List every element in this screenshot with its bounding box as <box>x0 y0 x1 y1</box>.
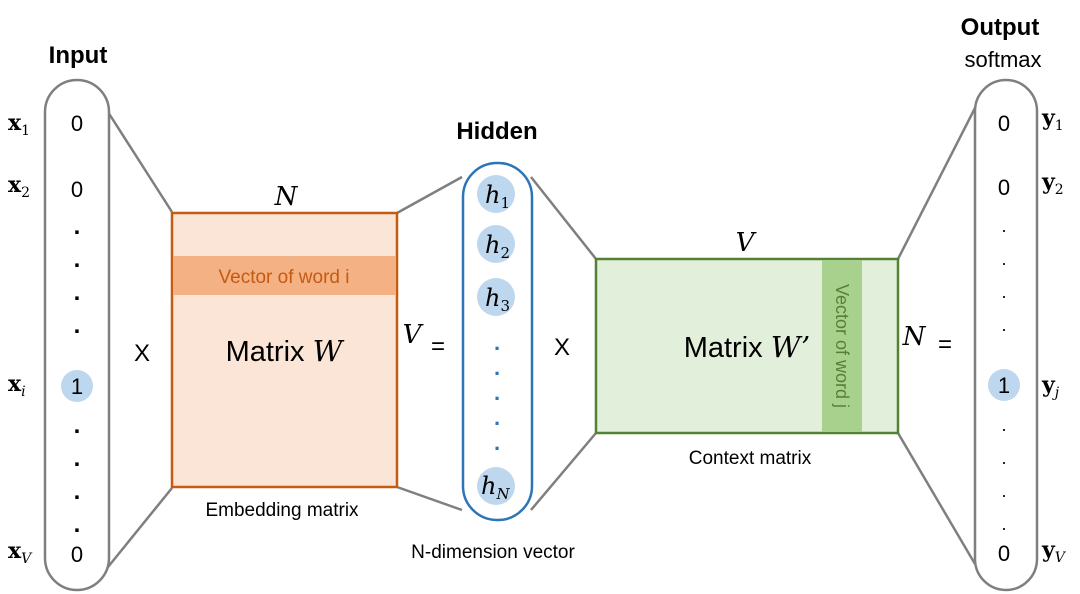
input-dot: . <box>74 511 81 538</box>
output-label-yj: yj <box>1041 372 1060 401</box>
input-value-2: 0 <box>71 177 83 202</box>
output-value-V: 0 <box>998 541 1010 566</box>
output-value-1: 0 <box>998 111 1010 136</box>
equals-operator-1: = <box>431 333 445 360</box>
context-word-column-label: Vector of word j <box>832 284 852 408</box>
hidden-title: Hidden <box>456 118 537 145</box>
input-value-V: 0 <box>71 542 83 567</box>
input-ellipsis-dots: . . . . . . . . <box>74 213 81 538</box>
input-dot: . <box>74 213 81 240</box>
context-top-label: V <box>736 228 757 258</box>
input-one-highlight <box>61 370 93 402</box>
output-value-2: 0 <box>998 175 1010 200</box>
context-side-label: N <box>902 322 927 352</box>
output-vector-outline <box>973 78 1039 592</box>
embedding-caption: Embedding matrix <box>205 500 359 521</box>
output-dot: . <box>1001 315 1006 335</box>
output-dot: . <box>1001 481 1006 501</box>
hidden-node-h2-label: h2 <box>485 231 510 262</box>
embedding-top-label: N <box>274 182 299 212</box>
output-dot: . <box>1001 249 1006 269</box>
equals-operator-2: = <box>938 331 952 358</box>
context-word-column <box>822 260 862 432</box>
hidden-ellipsis-dots: . . . . . <box>494 330 500 455</box>
embedding-matrix-label: Matrix W <box>226 334 345 368</box>
output-one-highlight <box>988 369 1020 401</box>
times-operator-2: X <box>554 334 570 361</box>
hidden-node-h2 <box>477 225 515 263</box>
output-label-yV: yV <box>1041 537 1067 566</box>
connector-embedding-top <box>396 175 463 215</box>
output-title: Output <box>961 14 1040 41</box>
output-dot: . <box>1001 448 1006 468</box>
input-title: Input <box>49 42 108 69</box>
hidden-node-h3-label: h3 <box>485 284 510 315</box>
hidden-dot: . <box>494 355 500 380</box>
hidden-dot: . <box>494 430 500 455</box>
hidden-node-h3 <box>477 278 515 316</box>
connector-input-bottom <box>107 487 173 568</box>
output-dot: . <box>1001 216 1006 236</box>
input-label-xi: xi <box>8 371 26 400</box>
input-vector-outline <box>43 78 111 592</box>
embedding-word-row <box>173 256 396 295</box>
output-label-y1: y1 <box>1041 105 1064 134</box>
output-value-j: 1 <box>998 373 1010 398</box>
output-label-y2: y2 <box>1041 169 1064 198</box>
connector-hidden-bottom <box>530 432 597 511</box>
hidden-node-h1-label: h1 <box>485 181 510 212</box>
embedding-side-label: V <box>403 320 424 350</box>
input-value-i: 1 <box>71 374 83 399</box>
hidden-node-h1 <box>477 175 515 213</box>
hidden-dot: . <box>494 330 500 355</box>
input-label-x2: x2 <box>8 172 30 201</box>
output-ellipsis-dots: . . . . . . . . <box>1001 216 1006 534</box>
output-dot: . <box>1001 514 1006 534</box>
connector-input-top <box>106 111 174 213</box>
connector-lines <box>106 107 977 568</box>
input-dot: . <box>74 412 81 439</box>
output-dot: . <box>1001 415 1006 435</box>
context-caption: Context matrix <box>689 448 812 469</box>
context-matrix-label: Matrix W’ <box>684 330 811 364</box>
hidden-node-hN <box>477 467 515 505</box>
input-dot: . <box>74 246 81 273</box>
hidden-node-hN-label: hN <box>481 472 510 503</box>
embedding-word-row-label: Vector of word i <box>219 267 350 288</box>
output-subtitle: softmax <box>964 47 1041 72</box>
input-label-x1: x1 <box>8 110 30 139</box>
hidden-caption: N-dimension vector <box>411 542 575 563</box>
hidden-dot: . <box>494 380 500 405</box>
input-dot: . <box>74 445 81 472</box>
times-operator-1: X <box>134 340 150 367</box>
connector-context-bottom <box>896 432 977 565</box>
connector-hidden-top <box>530 176 597 260</box>
connector-context-top <box>896 107 977 260</box>
input-dot: . <box>74 478 81 505</box>
input-dot: . <box>74 279 81 306</box>
input-label-xV: xV <box>8 538 33 567</box>
output-dot: . <box>1001 282 1006 302</box>
input-dot: . <box>74 312 81 339</box>
input-value-1: 0 <box>71 111 83 136</box>
hidden-dot: . <box>494 405 500 430</box>
connector-embedding-bottom <box>396 485 463 512</box>
